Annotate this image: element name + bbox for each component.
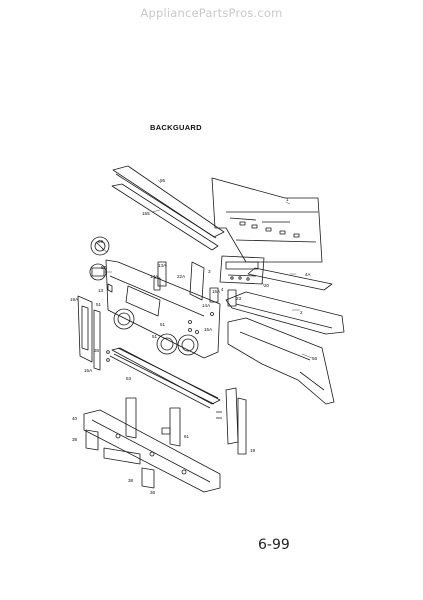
right-end-cap bbox=[216, 387, 247, 455]
part-label-36: 36 bbox=[94, 348, 100, 353]
part-label-4a: 4A bbox=[305, 272, 312, 277]
glass-trim-strips bbox=[109, 347, 221, 409]
part-label-61: 61 bbox=[184, 434, 190, 439]
part-label-38-bottom: 38 bbox=[128, 478, 134, 483]
part-label-13a: 13A bbox=[158, 263, 167, 268]
part-label-13: 13 bbox=[98, 288, 104, 293]
control-panel bbox=[105, 259, 221, 359]
part-number-labels: 55 1 155 69 57 13 13A 14A 22A 3 4A 20 4 … bbox=[70, 178, 318, 495]
knob-parts-upper bbox=[89, 236, 113, 293]
knob-circles bbox=[113, 308, 199, 356]
part-label-69: 69 bbox=[98, 239, 104, 244]
control-brackets bbox=[153, 261, 237, 307]
part-label-38-left: 38 bbox=[72, 437, 78, 442]
part-label-36-bottom: 36 bbox=[150, 490, 156, 495]
top-trim-strip bbox=[112, 165, 225, 239]
control-board bbox=[219, 255, 265, 285]
part-label-1: 1 bbox=[286, 197, 289, 202]
leader-lines bbox=[102, 179, 313, 359]
left-end-cap bbox=[77, 295, 110, 371]
part-label-22a: 22A bbox=[177, 274, 186, 279]
lower-base-trim bbox=[83, 409, 221, 493]
watermark: AppliancePartsPros.com bbox=[140, 6, 283, 20]
part-label-3: 3 bbox=[208, 269, 211, 274]
part-label-56: 56 bbox=[312, 356, 318, 361]
part-label-15a-top: 15A bbox=[212, 289, 221, 294]
part-label-2: 2 bbox=[300, 310, 303, 315]
part-label-51-mid: 51 bbox=[152, 334, 158, 339]
part-label-57: 57 bbox=[101, 265, 107, 270]
part-label-14a: 14A bbox=[150, 274, 159, 279]
insulation-wrap bbox=[227, 317, 335, 405]
rear-panel bbox=[211, 177, 323, 263]
part-label-45: 51 bbox=[160, 322, 166, 327]
part-label-15a-low: 15A bbox=[84, 368, 93, 373]
section-title: BACKGUARD bbox=[150, 123, 202, 132]
part-label-53: 53 bbox=[126, 376, 132, 381]
part-label-14a-mid: 14A bbox=[202, 303, 211, 308]
part-label-23: 23 bbox=[236, 296, 242, 301]
part-label-40: 40 bbox=[72, 416, 78, 421]
heat-shield-strip bbox=[247, 267, 333, 291]
part-label-19: 19 bbox=[250, 448, 256, 453]
page-number: 6-99 bbox=[258, 537, 290, 553]
part-label-20: 20 bbox=[264, 283, 270, 288]
lower-trim-strip bbox=[111, 183, 219, 251]
support-brackets bbox=[125, 397, 181, 447]
part-label-15a: 15A bbox=[204, 327, 213, 332]
part-label-55: 55 bbox=[160, 178, 166, 183]
rear-lower-panel bbox=[225, 291, 345, 335]
part-label-51-left: 51 bbox=[96, 302, 102, 307]
part-label-19a: 19A bbox=[70, 297, 79, 302]
part-label-4: 4 bbox=[221, 287, 224, 292]
feet-caps bbox=[85, 429, 155, 489]
part-label-155: 155 bbox=[142, 211, 150, 216]
